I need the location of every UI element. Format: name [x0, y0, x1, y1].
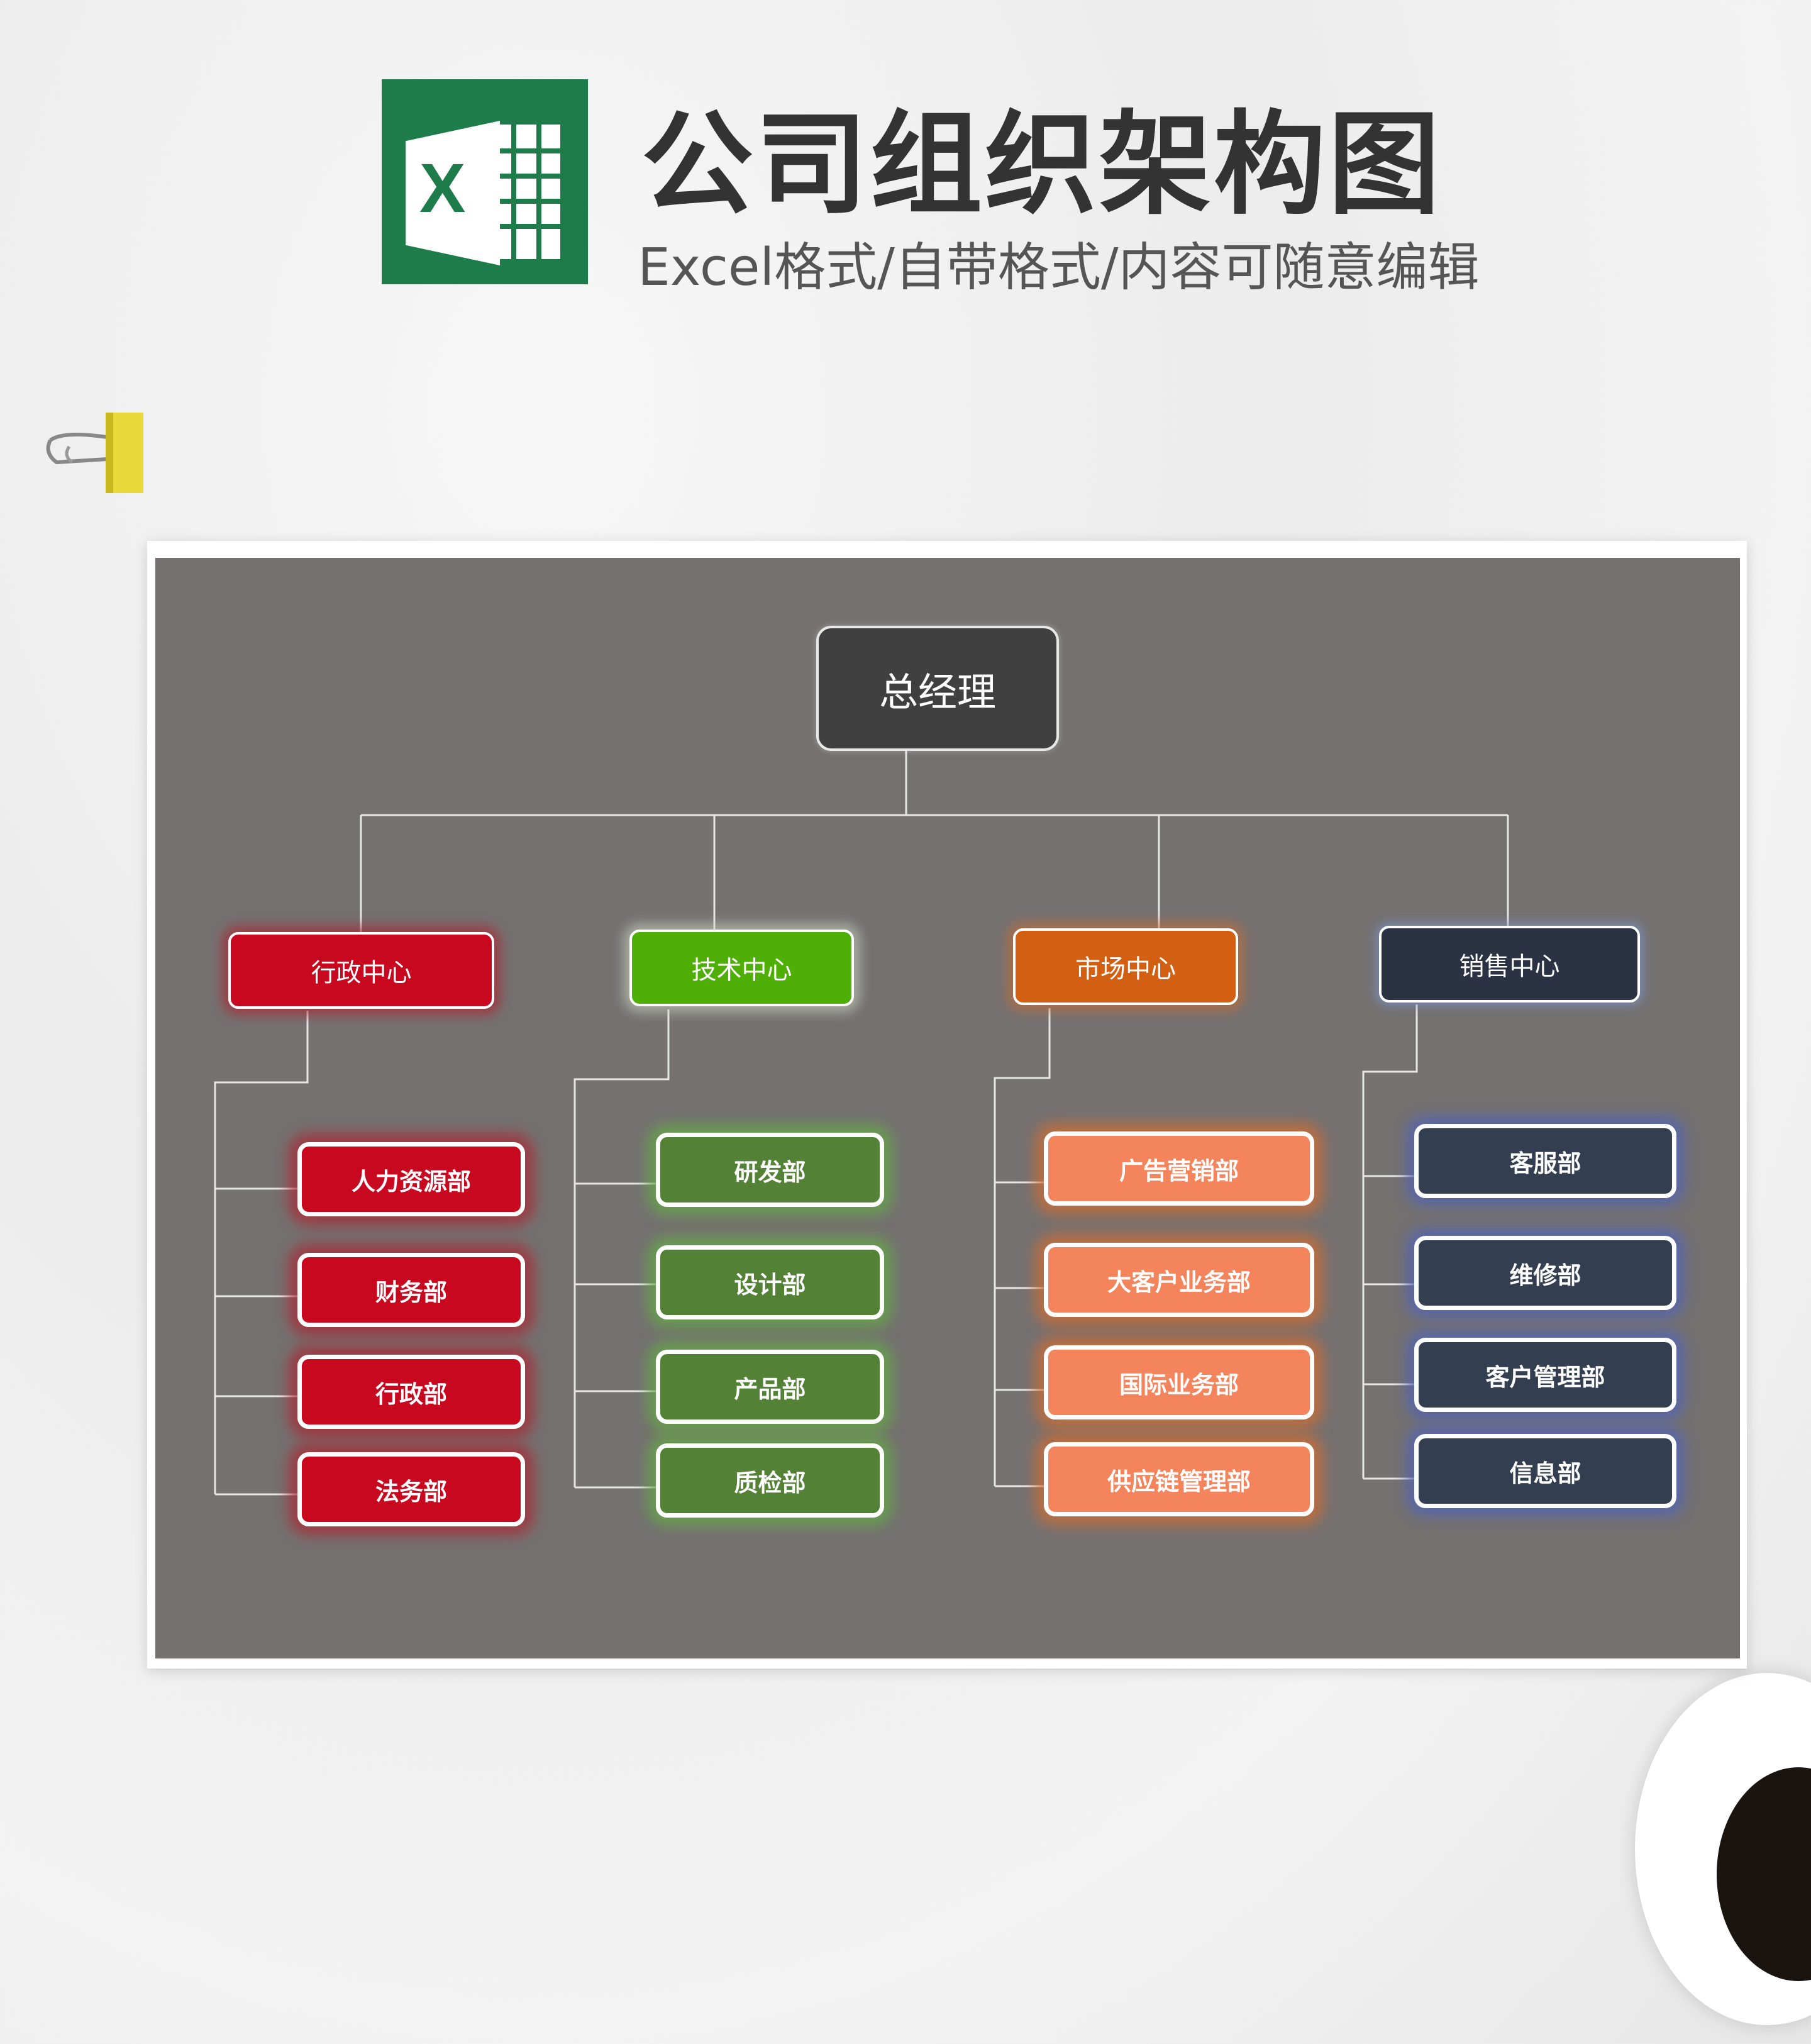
page-subtitle: Excel格式/自带格式/内容可随意编辑	[638, 238, 1480, 297]
node-dept[interactable]: 国际业务部	[1044, 1345, 1314, 1419]
node-dept[interactable]: 人力资源部	[297, 1142, 525, 1216]
node-general-manager[interactable]: 总经理	[816, 626, 1059, 751]
node-dept[interactable]: 行政部	[297, 1355, 525, 1429]
node-dept[interactable]: 大客户业务部	[1044, 1243, 1314, 1317]
excel-sheet-icon	[406, 121, 500, 265]
node-tech-center[interactable]: 技术中心	[629, 930, 854, 1006]
admin-connector	[214, 1011, 309, 1496]
node-dept[interactable]: 客服部	[1414, 1124, 1676, 1198]
market-connector	[994, 1008, 1051, 1487]
node-dept[interactable]: 维修部	[1414, 1236, 1676, 1310]
node-dept[interactable]: 法务部	[297, 1452, 525, 1526]
node-dept[interactable]: 财务部	[297, 1253, 525, 1327]
root-connector	[360, 751, 1509, 932]
node-dept[interactable]: 设计部	[656, 1245, 884, 1319]
node-dept[interactable]: 广告营销部	[1044, 1131, 1314, 1206]
node-dept[interactable]: 供应链管理部	[1044, 1442, 1314, 1516]
node-dept[interactable]: 质检部	[656, 1443, 884, 1518]
node-market-center[interactable]: 市场中心	[1013, 928, 1238, 1005]
node-dept[interactable]: 信息部	[1414, 1434, 1676, 1508]
node-admin-center[interactable]: 行政中心	[228, 932, 494, 1009]
node-dept[interactable]: 产品部	[656, 1350, 884, 1424]
sales-connector	[1362, 1004, 1418, 1480]
binder-clip-icon	[46, 413, 143, 493]
excel-x-letter: X	[419, 150, 466, 227]
tech-connector	[573, 1009, 670, 1489]
node-dept[interactable]: 客户管理部	[1414, 1338, 1676, 1412]
node-sales-center[interactable]: 销售中心	[1379, 926, 1640, 1003]
node-dept[interactable]: 研发部	[656, 1133, 884, 1207]
page-title: 公司组织架构图	[641, 99, 1443, 230]
excel-logo: X	[382, 79, 588, 284]
spreadsheet-grid-icon	[500, 125, 560, 259]
